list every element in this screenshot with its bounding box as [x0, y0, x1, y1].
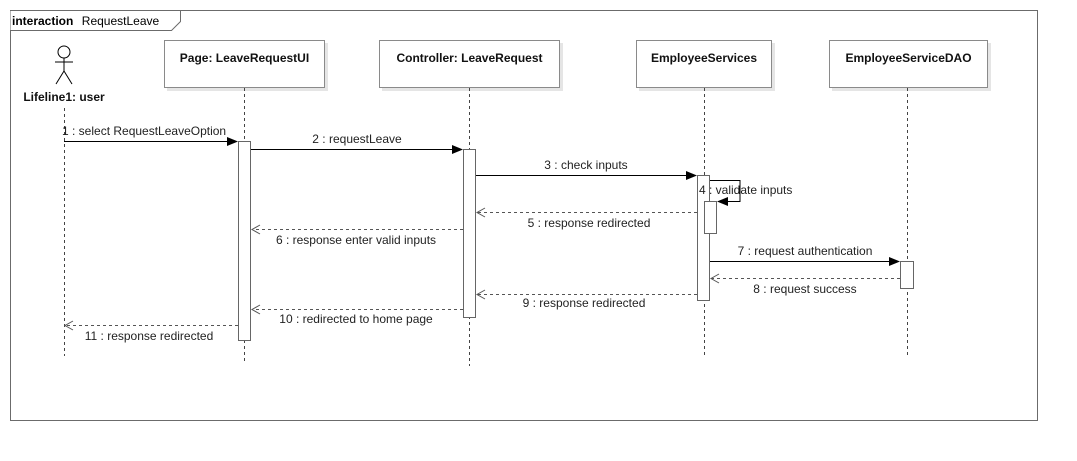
- arrowhead: [452, 145, 463, 154]
- lifeline-title: Lifeline1: user: [23, 90, 105, 104]
- lifeline-head: [829, 40, 988, 88]
- message-9[interactable]: 9 : response redirected: [475, 289, 697, 310]
- activation-bar: [463, 149, 476, 318]
- message-2[interactable]: 2 : requestLeave: [251, 132, 463, 154]
- arrowhead: [686, 171, 697, 180]
- message-7[interactable]: 7 : request authentication: [710, 244, 900, 266]
- frame-name: RequestLeave: [82, 14, 160, 28]
- lifeline-title: Controller: LeaveRequest: [396, 51, 542, 65]
- message-label: 5 : response redirected: [528, 216, 651, 230]
- lifeline-head: [164, 40, 325, 88]
- lifeline-leave-request-controller[interactable]: Controller: LeaveRequest: [379, 40, 560, 367]
- arrowhead: [717, 197, 728, 206]
- message-label: 2 : requestLeave: [312, 132, 402, 146]
- lifeline-title: EmployeeServiceDAO: [845, 51, 971, 65]
- message-label: 7 : request authentication: [738, 244, 873, 258]
- message-1[interactable]: 1 : select RequestLeaveOption: [62, 124, 238, 146]
- message-8[interactable]: 8 : request success: [709, 273, 900, 296]
- message-11[interactable]: 11 : response redirected: [63, 320, 238, 343]
- message-label: 9 : response redirected: [523, 296, 646, 310]
- frame-label-tab: [10, 10, 181, 31]
- lifeline-employee-service-dao[interactable]: EmployeeServiceDAO: [829, 40, 988, 357]
- lifeline-title: EmployeeServices: [651, 51, 757, 65]
- message-label: 6 : response enter valid inputs: [276, 233, 436, 247]
- activation-bar: [238, 141, 251, 341]
- message-5[interactable]: 5 : response redirected: [475, 207, 697, 230]
- arrowhead: [475, 289, 486, 300]
- activation-bar: [900, 261, 914, 289]
- actor-icon: [55, 45, 73, 85]
- lifeline-head: [379, 40, 560, 88]
- lifeline-head: [636, 40, 772, 88]
- arrowhead: [250, 304, 261, 315]
- message-label: 10 : redirected to home page: [279, 312, 433, 326]
- message-label: 8 : request success: [753, 282, 856, 296]
- lifeline-employee-services[interactable]: EmployeeServices: [636, 40, 772, 359]
- message-label: 3 : check inputs: [544, 158, 627, 172]
- lifeline-title: Page: LeaveRequestUI: [180, 51, 309, 65]
- frame-keyword: interaction: [12, 14, 73, 28]
- lifeline-user[interactable]: Lifeline1: user: [23, 45, 105, 356]
- interaction-frame: [10, 10, 1038, 421]
- message-4[interactable]: 4 : validate inputs: [699, 180, 792, 207]
- message-6[interactable]: 6 : response enter valid inputs: [250, 224, 463, 247]
- lifeline-leave-request-ui[interactable]: Page: LeaveRequestUI: [164, 40, 325, 365]
- arrowhead: [227, 137, 238, 146]
- message-label: 4 : validate inputs: [699, 183, 792, 197]
- arrowhead: [889, 257, 900, 266]
- frame-label: interaction RequestLeave: [12, 12, 160, 29]
- arrowhead: [475, 207, 486, 218]
- nested-activation-bar: [704, 201, 717, 234]
- arrowhead: [63, 320, 74, 331]
- message-10[interactable]: 10 : redirected to home page: [250, 304, 463, 326]
- arrowhead: [250, 224, 261, 235]
- message-label: 1 : select RequestLeaveOption: [62, 124, 226, 138]
- message-3[interactable]: 3 : check inputs: [476, 158, 697, 180]
- arrowhead: [709, 273, 720, 284]
- message-label: 11 : response redirected: [85, 329, 214, 343]
